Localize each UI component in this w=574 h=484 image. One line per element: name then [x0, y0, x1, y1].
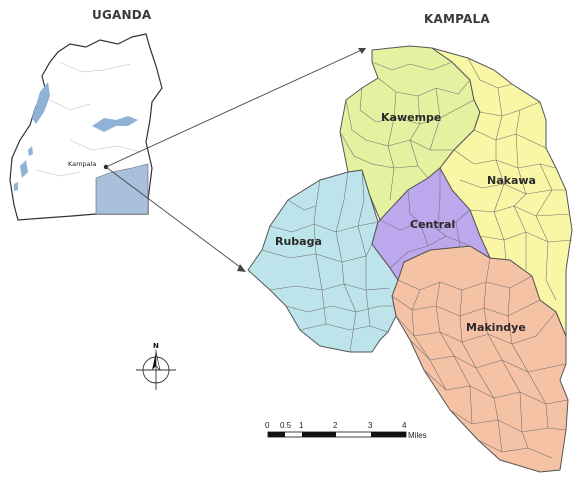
- connector-arrowhead-top: [358, 48, 366, 54]
- label-nakawa: Nakawa: [487, 174, 536, 187]
- lake-victoria: [95, 163, 149, 215]
- connector-lines: [105, 47, 367, 271]
- lake-albert: [32, 82, 50, 124]
- north-arrow: N: [136, 342, 176, 390]
- label-kawempe: Kawempe: [381, 111, 441, 124]
- north-label: N: [153, 342, 159, 350]
- label-rubaga: Rubaga: [275, 235, 322, 248]
- scale-tick-4: 4: [402, 421, 407, 430]
- uganda-title: UGANDA: [92, 8, 152, 22]
- scale-tick-2: 2: [333, 421, 338, 430]
- north-pointer-icon: [152, 352, 156, 370]
- connector-arrowhead-bottom: [237, 264, 246, 272]
- lake-edward: [20, 160, 28, 178]
- small-lake-sw: [14, 182, 18, 191]
- scale-tick-1: 1: [299, 421, 304, 430]
- scale-tick-0-5: 0.5: [280, 421, 292, 430]
- parish-boundaries: [261, 57, 573, 459]
- lake-kyoga: [92, 116, 138, 132]
- scale-tick-3: 3: [368, 421, 373, 430]
- division-central: [371, 167, 492, 282]
- label-central: Central: [410, 218, 455, 231]
- kampala-locator-label: Kampala: [68, 160, 96, 168]
- scale-tick-0: 0: [265, 421, 270, 430]
- connector-line-bottom: [105, 166, 245, 271]
- kampala-title: KAMPALA: [424, 12, 490, 26]
- scale-bar: 0 0.5 1 2 3 4 Miles: [265, 421, 427, 440]
- label-makindye: Makindye: [466, 321, 526, 334]
- kampala-divisions: [247, 45, 573, 473]
- inset-internal-lines: [35, 61, 141, 177]
- connector-line-top: [105, 47, 367, 168]
- uganda-inset: Kampala: [9, 33, 163, 221]
- scale-unit: Miles: [408, 431, 427, 440]
- lake-george: [28, 146, 33, 156]
